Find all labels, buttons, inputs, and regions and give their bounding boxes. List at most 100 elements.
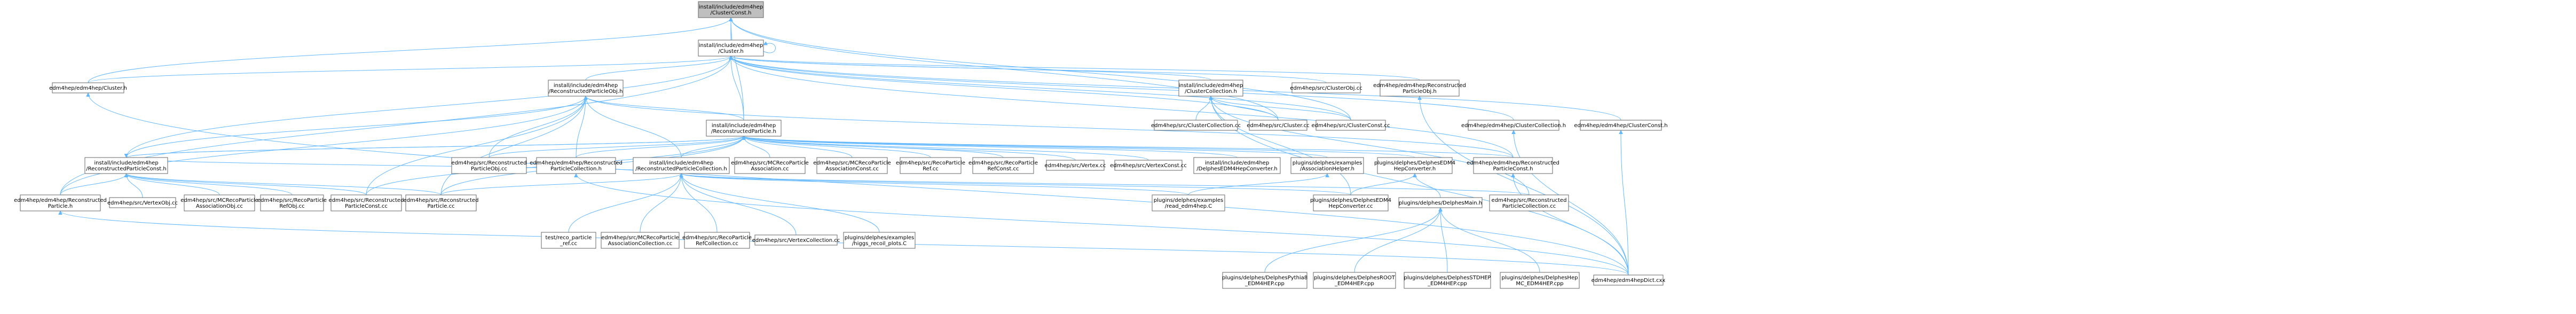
file-node-label: install/include/edm4hep [1179, 83, 1243, 89]
file-node-label: plugins/delphes/DelphesROOT [1314, 275, 1396, 281]
file-node-label: plugins/delphes/DelphesEDM4 [1374, 160, 1455, 166]
file-node[interactable]: plugins/delphes/examples/read_edm4hep.C [1152, 194, 1225, 211]
file-node-box [20, 194, 101, 211]
file-node-label: edm4hep/src/RecoParticle [968, 160, 1038, 166]
file-node[interactable]: edm4hep/src/ReconstructedParticleCollect… [1489, 194, 1569, 211]
file-node-box [1313, 272, 1396, 289]
file-node[interactable]: edm4hep/src/Cluster.cc [1247, 120, 1310, 131]
dependency-edge [1621, 130, 1629, 276]
dependency-edge [576, 136, 744, 158]
file-node[interactable]: install/include/edm4hep/DelphesEDM4HepCo… [1193, 157, 1281, 174]
dependency-edge [681, 174, 718, 233]
file-node[interactable]: edm4hep/src/ReconstructedParticleConst.c… [329, 194, 404, 211]
file-node[interactable]: edm4hep/src/MCRecoParticleAssociationCol… [601, 232, 680, 249]
dependency-edge [88, 93, 1629, 276]
file-node-label: RefCollection.cc [696, 241, 738, 247]
file-node[interactable]: edm4hep/edm4hep/ClusterCollection.h [1461, 120, 1566, 131]
file-node[interactable]: install/include/edm4hep/ReconstructedPar… [84, 157, 168, 174]
file-node[interactable]: edm4hep/src/VertexConst.cc [1110, 160, 1187, 171]
file-node[interactable]: edm4hep/src/ClusterCollection.cc [1151, 120, 1241, 131]
dependency-edge [60, 173, 127, 195]
dependency-edge [586, 96, 682, 158]
file-node-label: edm4hep/src/RecoParticle [257, 198, 327, 203]
file-node-label: edm4hep/src/Reconstructed [1492, 198, 1567, 203]
file-node[interactable]: plugins/delphes/DelphesROOT_EDM4HEP.cpp [1313, 272, 1396, 289]
file-node[interactable]: edm4hep/src/MCRecoParticleAssociationCon… [813, 157, 891, 174]
dependency-edge [1350, 173, 1415, 195]
dependency-edge [127, 173, 442, 195]
file-node-label: edm4hep/edm4hep/Reconstructed [1467, 160, 1559, 166]
file-node-box [633, 157, 730, 174]
file-node[interactable]: edm4hep/edm4hep/ReconstructedParticleObj… [1373, 80, 1466, 97]
file-node-label: ParticleObj.h [1403, 89, 1436, 95]
file-node-box [734, 157, 806, 174]
file-node[interactable]: edm4hep/src/Vertex.cc [1044, 160, 1106, 171]
file-node-box [698, 40, 764, 57]
file-node-label: plugins/delphes/examples [1293, 160, 1362, 166]
file-node[interactable]: plugins/delphes/DelphesPythia8_EDM4HEP.c… [1222, 272, 1307, 289]
file-node-box [601, 232, 680, 249]
file-node-label: test/reco_particle [546, 235, 592, 241]
file-node[interactable]: install/include/edm4hep/Cluster.h [698, 40, 764, 57]
file-node[interactable]: edm4hep/src/ClusterConst.cc [1311, 120, 1390, 131]
file-node-box [900, 157, 962, 174]
file-node[interactable]: edm4hep/edm4hep/ReconstructedParticleCol… [530, 157, 623, 174]
file-node-label: edm4hep/src/MCRecoParticle [601, 235, 679, 241]
file-node-label: /ReconstructedParticle.h [711, 129, 776, 135]
file-node-label: plugins/delphes/examples [1154, 198, 1223, 203]
dependency-edge [1211, 96, 1351, 121]
file-node[interactable]: edm4hep/edm4hep/ReconstructedParticleCon… [1467, 157, 1559, 174]
file-node[interactable]: plugins/delphes/DelphesEDM4HepConverter.… [1374, 157, 1455, 174]
file-node-label: RefObj.cc [279, 203, 304, 209]
file-node-box [1193, 157, 1281, 174]
file-node[interactable]: edm4hep/edm4hep/ReconstructedParticle.h [14, 194, 107, 211]
dependency-edge [744, 136, 1076, 161]
dependency-edge [731, 56, 1420, 81]
file-node[interactable]: plugins/delphes/examples/AssociationHelp… [1290, 157, 1364, 174]
file-node[interactable]: edm4hep/src/ClusterObj.cc [1290, 82, 1362, 93]
file-node[interactable]: install/include/edm4hep/ReconstructedPar… [633, 157, 730, 174]
file-node[interactable]: install/include/edm4hep/ReconstructedPar… [706, 120, 782, 137]
file-node[interactable]: plugins/delphes/DelphesSTDHEP_EDM4HEP.cp… [1404, 272, 1491, 289]
file-node-label: _EDM4HEP.cpp [1427, 281, 1467, 287]
dependency-edge [744, 136, 931, 158]
file-node[interactable]: edm4hep/edm4hep/ClusterConst.h [1574, 120, 1668, 131]
file-node[interactable]: edm4hep/edm4hep/Cluster.h [49, 82, 127, 93]
file-node[interactable]: edm4hep/src/VertexCollection.cc [752, 234, 840, 246]
file-node[interactable]: edm4hep/src/MCRecoParticleAssociationObj… [180, 194, 258, 211]
file-node-label: /ReconstructedParticleConst.h [86, 166, 167, 172]
file-node[interactable]: edm4hep/edm4hepDict.cxx [1592, 274, 1666, 286]
file-node-box [1489, 194, 1569, 211]
file-node-label: edm4hep/src/Reconstructed [404, 198, 479, 203]
file-node[interactable]: plugins/delphes/examples/higgs_recoil_pl… [843, 232, 916, 249]
file-node[interactable]: edm4hep/src/VertexObj.cc [107, 197, 178, 208]
file-node-box [1398, 197, 1483, 208]
file-node[interactable]: edm4hep/src/ReconstructedParticleObj.cc [451, 157, 527, 174]
file-node-box [698, 1, 764, 18]
file-node[interactable]: edm4hep/src/ReconstructedParticle.cc [404, 194, 479, 211]
file-node[interactable]: test/reco_particle_ref.cc [541, 232, 596, 249]
file-node-label: /higgs_recoil_plots.C [852, 241, 907, 247]
file-node[interactable]: plugins/delphes/DelphesMain.h [1398, 197, 1483, 208]
file-node-box [184, 194, 255, 211]
file-node-box [548, 80, 624, 97]
dependency-edge [1195, 96, 1211, 121]
dependency-edge [640, 174, 681, 233]
dependency-edge [731, 56, 1514, 158]
file-node-label: ParticleCollection.h [550, 166, 602, 172]
dependency-edge [731, 56, 744, 121]
file-node-label: /read_edm4hep.C [1165, 203, 1212, 209]
file-node-label: edm4hep/edm4hep/Reconstructed [14, 198, 107, 203]
file-node[interactable]: install/include/edm4hep/ReconstructedPar… [548, 80, 624, 97]
file-node[interactable]: plugins/delphes/DelphesEDM4HepConverter.… [1310, 194, 1391, 211]
file-node-label: ParticleConst.cc [345, 203, 388, 209]
file-node-box [451, 157, 527, 174]
file-node[interactable]: install/include/edm4hep/ClusterCollectio… [1178, 80, 1243, 97]
file-node-box [1315, 120, 1386, 131]
